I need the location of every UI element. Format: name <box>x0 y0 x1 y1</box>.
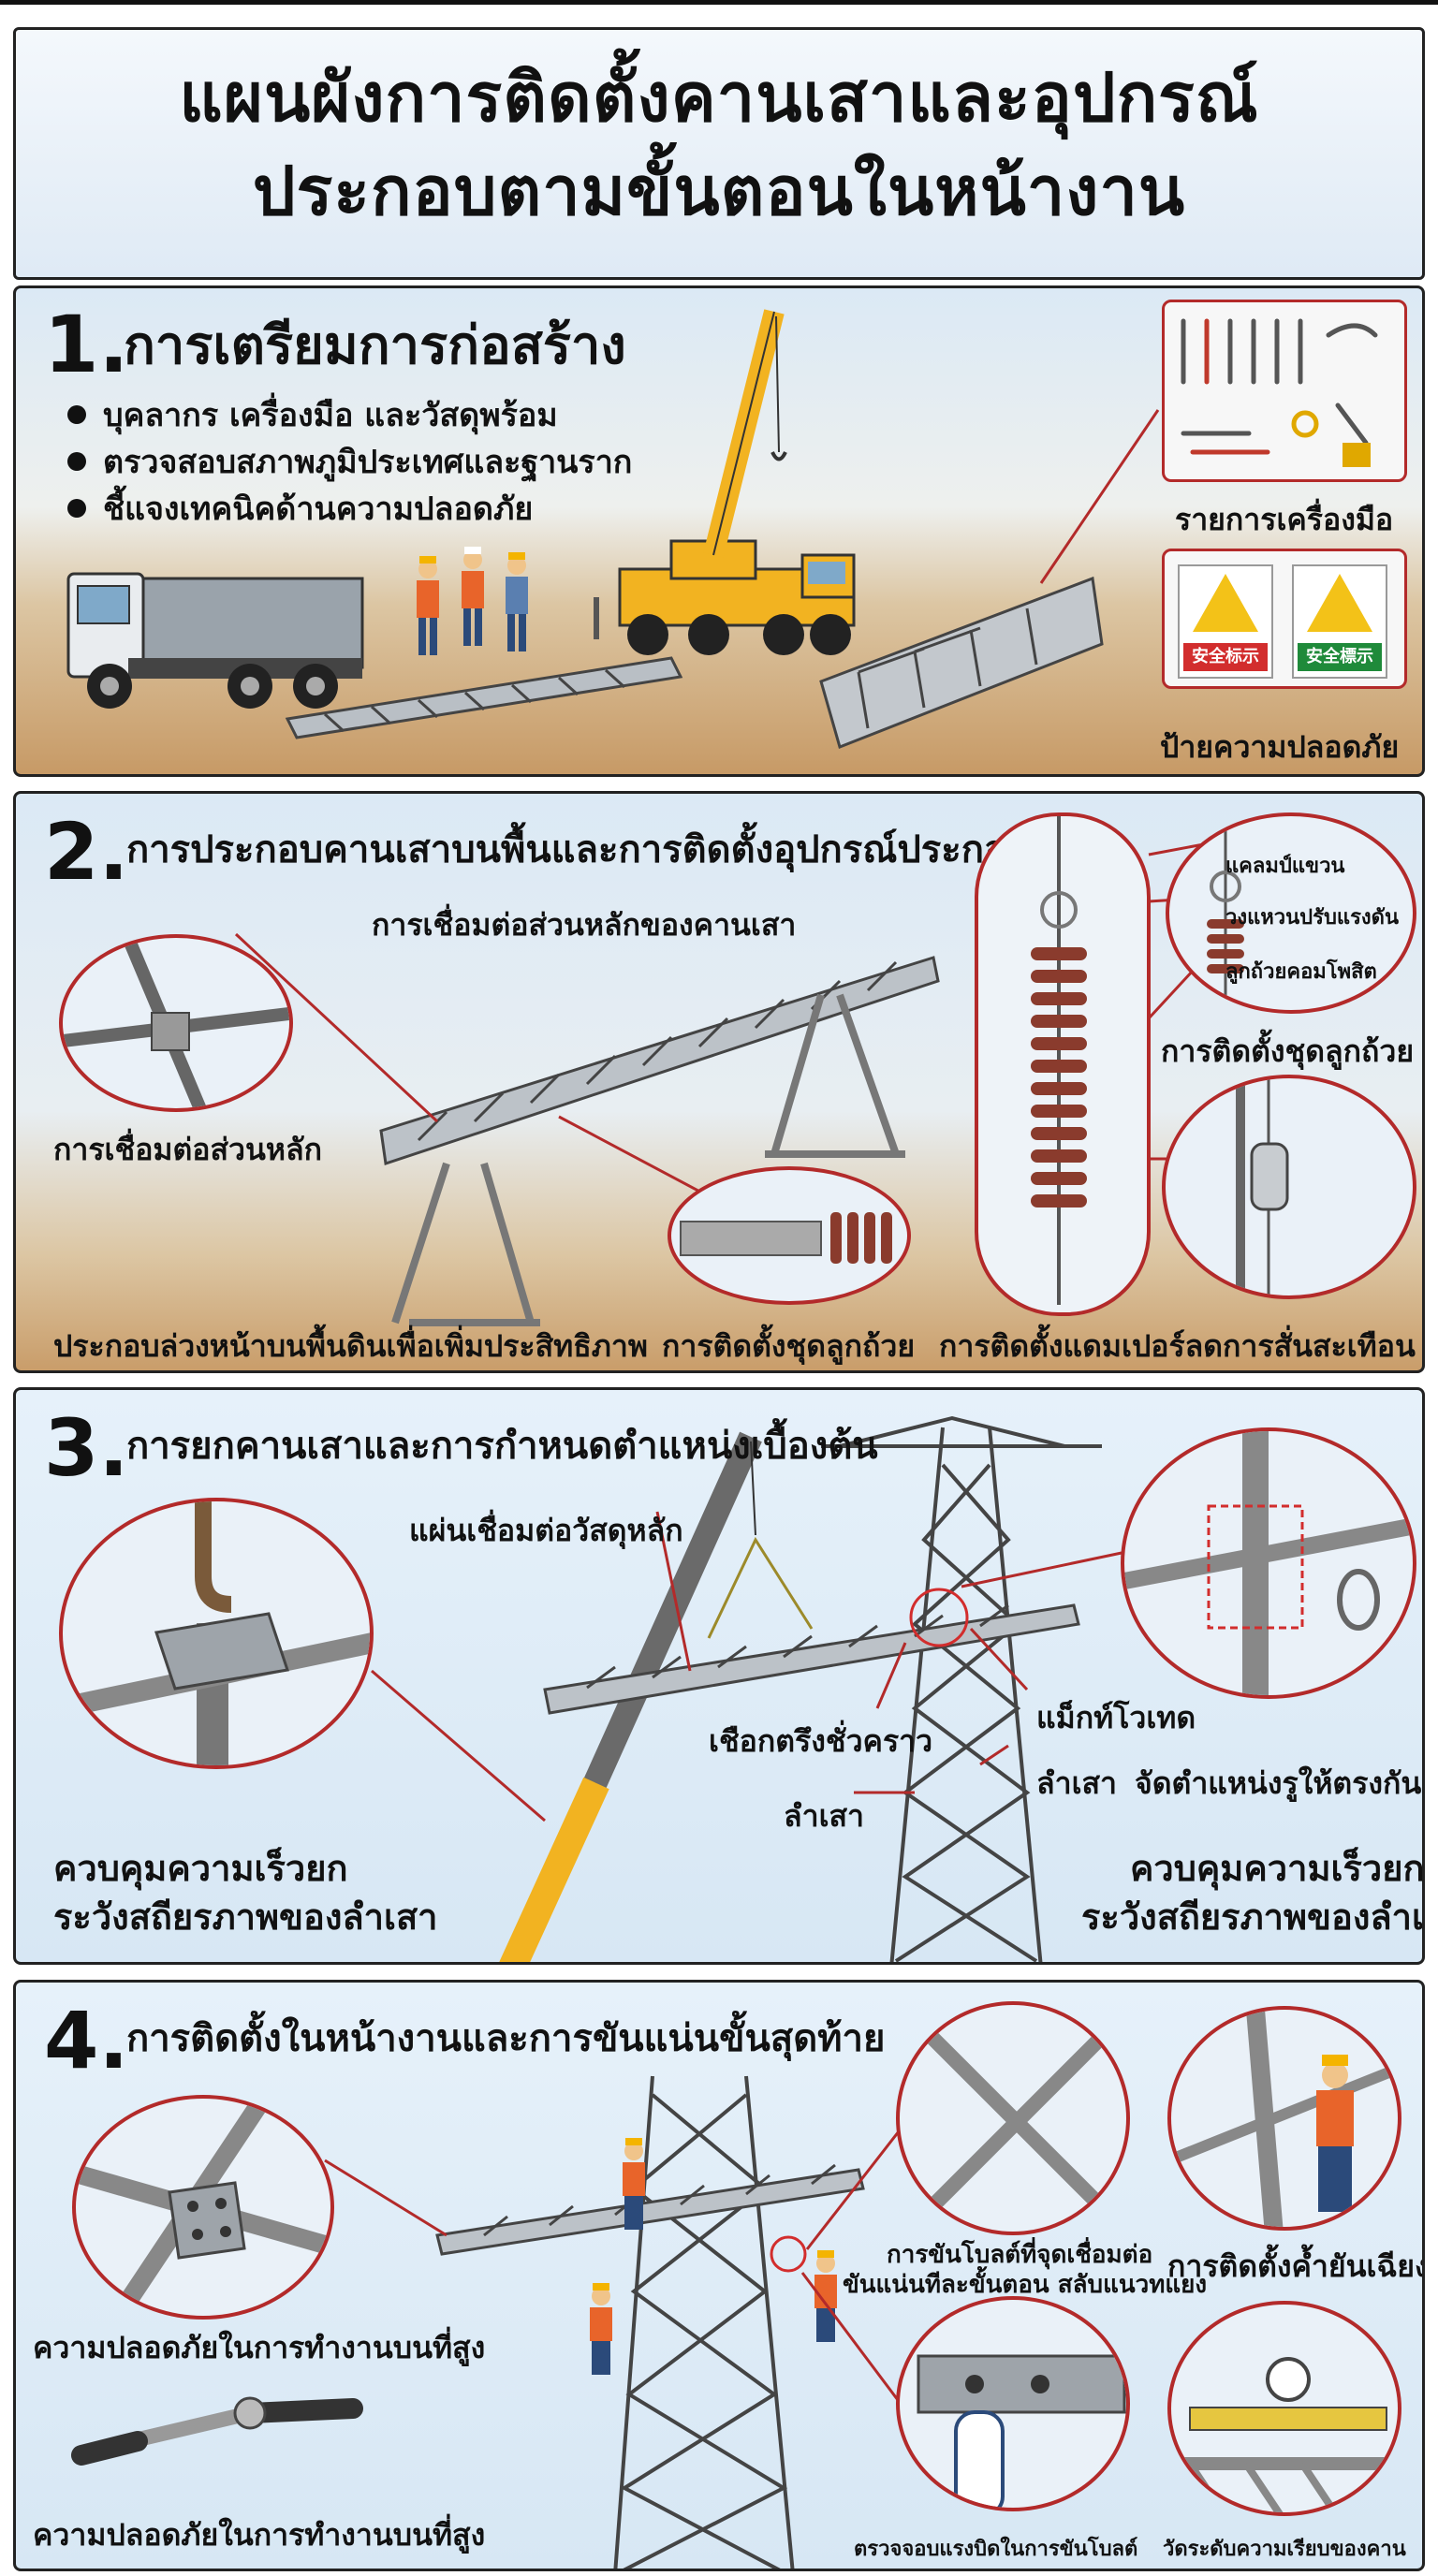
insulator-string-box <box>975 812 1151 1316</box>
bullet-dot-icon <box>67 499 86 518</box>
torque-check-icon <box>917 2354 1126 2508</box>
section-1-title: การเตรียมการก่อสร้าง <box>124 315 626 376</box>
page-title-line2: ประกอบตามขั้นตอนในหน้างาน <box>252 152 1186 230</box>
crane-icon <box>594 309 856 655</box>
fittings-detail-circle: แคลมป์แขวน วงแหวนปรับแรงดัน ลูกถ้วยคอมโพ… <box>1166 812 1416 1014</box>
page-title-line1: แผนผังการติดตั้งคานเสาและอุปกรณ์ <box>179 58 1259 137</box>
safety-signs-label: ป้ายความปลอดภัย <box>1160 729 1400 765</box>
grading-ring-label: วงแหวนปรับแรงดัน <box>1225 906 1399 929</box>
section-3-illustration <box>371 1415 1140 1962</box>
bullet-dot-icon <box>67 405 86 424</box>
electric-hazard-icon <box>1307 574 1372 632</box>
workers-icon <box>417 547 528 655</box>
left-caption-line2: ระวังสถียรภาพของลำเสา <box>53 1896 438 1938</box>
tools-box <box>1162 300 1407 482</box>
warning-triangle-icon <box>1193 574 1258 632</box>
torque-check-detail-circle <box>896 2296 1130 2511</box>
safety-sign-warning: 安全标示 <box>1178 564 1273 679</box>
section-3-number: 3. <box>44 1402 129 1494</box>
section-2-title: การประกอบคานเสาบนพื้นและการติดตั้งอุปกรณ… <box>126 828 1031 871</box>
joint-label: การเชื่อมต่อส่วนหลัก <box>53 1132 322 1167</box>
lattice-tower-icon <box>821 1415 1102 1962</box>
lattice-beam-right-icon <box>819 576 1104 749</box>
bolt-label-line2: ขันแน่นทีละขั้นตอน สลับแนวทแยง <box>843 2271 1208 2299</box>
bolt-alignment-detail-circle <box>1121 1427 1416 1699</box>
composite-insulator-label: ลูกถ้วยคอมโพสิต <box>1225 960 1377 984</box>
column-label-left: ลำเสา <box>784 1798 865 1834</box>
alignment-icon <box>1124 1431 1413 1695</box>
column-label-right: ลำเสา <box>1036 1765 1118 1801</box>
tools-label: รายการเครื่องมือ <box>1175 502 1394 537</box>
section-4-title: การติดตั้งในหน้างานและการขันแน่นขั้นสุดท… <box>126 2017 886 2060</box>
insulator-string-icon <box>1031 816 1087 1305</box>
damper-icon <box>1236 1078 1289 1295</box>
section-4-illustration <box>71 2075 917 2569</box>
insulator-detail-circle <box>668 1166 911 1305</box>
truck-icon <box>66 572 364 709</box>
lattice-beam-left-icon <box>285 656 683 739</box>
crane-boom-icon <box>499 1431 762 1962</box>
bullet-item: ชี้แจงเทคนิคด้านความปลอดภัย <box>67 485 632 532</box>
wrench-icon <box>71 2396 363 2466</box>
lift-plate-detail-circle <box>59 1498 374 1769</box>
worker-brace-icon <box>1171 2010 1398 2227</box>
bullet-item: บุคลากร เครื่องมือ และวัสดุพร้อม <box>67 391 632 438</box>
section-2-number: 2. <box>44 806 129 898</box>
insulator-label-bottom: การติดตั้งชุดลูกถ้วย <box>662 1328 916 1364</box>
left-caption-line1: ควบคุมความเร็วยก <box>53 1848 348 1889</box>
bolt-label-line1: การขันโบลต์ที่จุดเชื่อมต่อ <box>887 2241 1153 2269</box>
level-gauge-icon <box>1171 2357 1398 2512</box>
section-2-panel: 2. การประกอบคานเสาบนพื้นและการติดตั้งอุป… <box>13 791 1425 1373</box>
plate-label: แผ่นเชื่อมต่อวัสดุหลัก <box>409 1513 683 1548</box>
joint-detail-icon <box>63 938 289 1108</box>
right-caption-line2: ระวังสถียรภาพของลำเสา <box>1081 1896 1424 1938</box>
section-2-illustration <box>234 839 1225 1326</box>
right-caption-line1: ควบคุมความเร็วยก <box>1130 1848 1425 1889</box>
section-4-panel: 4. การติดตั้งในหน้างานและการขันแน่นขั้นส… <box>13 1980 1425 2571</box>
tower-top-icon <box>613 2075 795 2569</box>
damper-detail-circle <box>1162 1075 1416 1299</box>
section-1-bullets: บุคลากร เครื่องมือ และวัสดุพร้อม ตรวจสอบ… <box>67 391 632 532</box>
joint-detail-circle <box>59 934 293 1112</box>
section-1-number: 1. <box>44 299 129 390</box>
bolt-tightening-detail-circle <box>896 2001 1130 2235</box>
climbing-workers-icon <box>590 2138 837 2375</box>
bolted-joint-detail-circle <box>72 2095 334 2320</box>
lifted-beam-icon <box>543 1536 1080 1715</box>
lifting-plate-icon <box>63 1501 370 1765</box>
section-1-panel: 1. การเตรียมการก่อสร้าง บุคลากร เครื่องม… <box>13 285 1425 777</box>
bullet-dot-icon <box>67 452 86 471</box>
insulator-detail-icon <box>680 1212 892 1264</box>
tools-icon <box>1181 318 1378 467</box>
bullet-item: ตรวจสอบสภาพภูมิประเทศและฐานราก <box>67 438 632 485</box>
torque-label: ตรวจจอบแรงบิดในการขันโบลต์ <box>854 2538 1138 2561</box>
section-1-illustration <box>66 309 1160 749</box>
level-check-detail-circle <box>1167 2301 1401 2516</box>
level-label: วัดระดับความเรียบของคาน <box>1163 2538 1406 2561</box>
cross-brace-icon <box>913 2018 1121 2226</box>
ground-assembled-beam-icon <box>379 956 940 1326</box>
section-3-panel: 3. การยกคานเสาและการกำหนดตำแหน่งเบื้องต้… <box>13 1387 1425 1965</box>
height-safety-label-2: ความปลอดภัยในการทำงานบนที่สูง <box>33 2517 486 2553</box>
insulator-label-right: การติดตั้งชุดลูกถ้วย <box>1161 1033 1415 1069</box>
align-holes-label: จัดตำแหน่งรูให้ตรงกัน <box>1135 1765 1422 1801</box>
ground-assembly-label: ประกอบล่วงหน้าบนพื้นดินเพื่อเพิ่มประสิทธ… <box>53 1328 648 1364</box>
fittings-detail-icon <box>1207 816 1244 1010</box>
safety-sign-electric: 安全標示 <box>1292 564 1387 679</box>
clamp-label: แคลมป์แขวน <box>1225 855 1345 878</box>
diagonal-brace-label: การติดตั้งค้ำยันเฉียง <box>1167 2248 1425 2284</box>
header-banner: แผนผังการติดตั้งคานเสาและอุปกรณ์ ประกอบต… <box>13 27 1425 280</box>
damper-label: การติดตั้งแดมเปอร์ลดการสั่นสะเทือน <box>939 1328 1416 1364</box>
height-safety-label-1: ความปลอดภัยในการทำงานบนที่สูง <box>33 2330 486 2365</box>
bolted-joint-icon <box>76 2099 330 2316</box>
temp-rope-label: เชือกตรึงชั่วคราว <box>709 1723 933 1759</box>
safety-signs-box: 安全标示 安全標示 <box>1162 549 1407 689</box>
section-3-title: การยกคานเสาและการกำหนดตำแหน่งเบื้องต้น <box>126 1425 878 1468</box>
section-4-number: 4. <box>44 1995 129 2086</box>
main-joint-label: การเชื่อมต่อส่วนหลักของคานเสา <box>372 907 797 943</box>
turnbuckle-label: แม็กท์โวเทด <box>1036 1700 1196 1735</box>
diagonal-brace-detail-circle <box>1167 2006 1401 2231</box>
